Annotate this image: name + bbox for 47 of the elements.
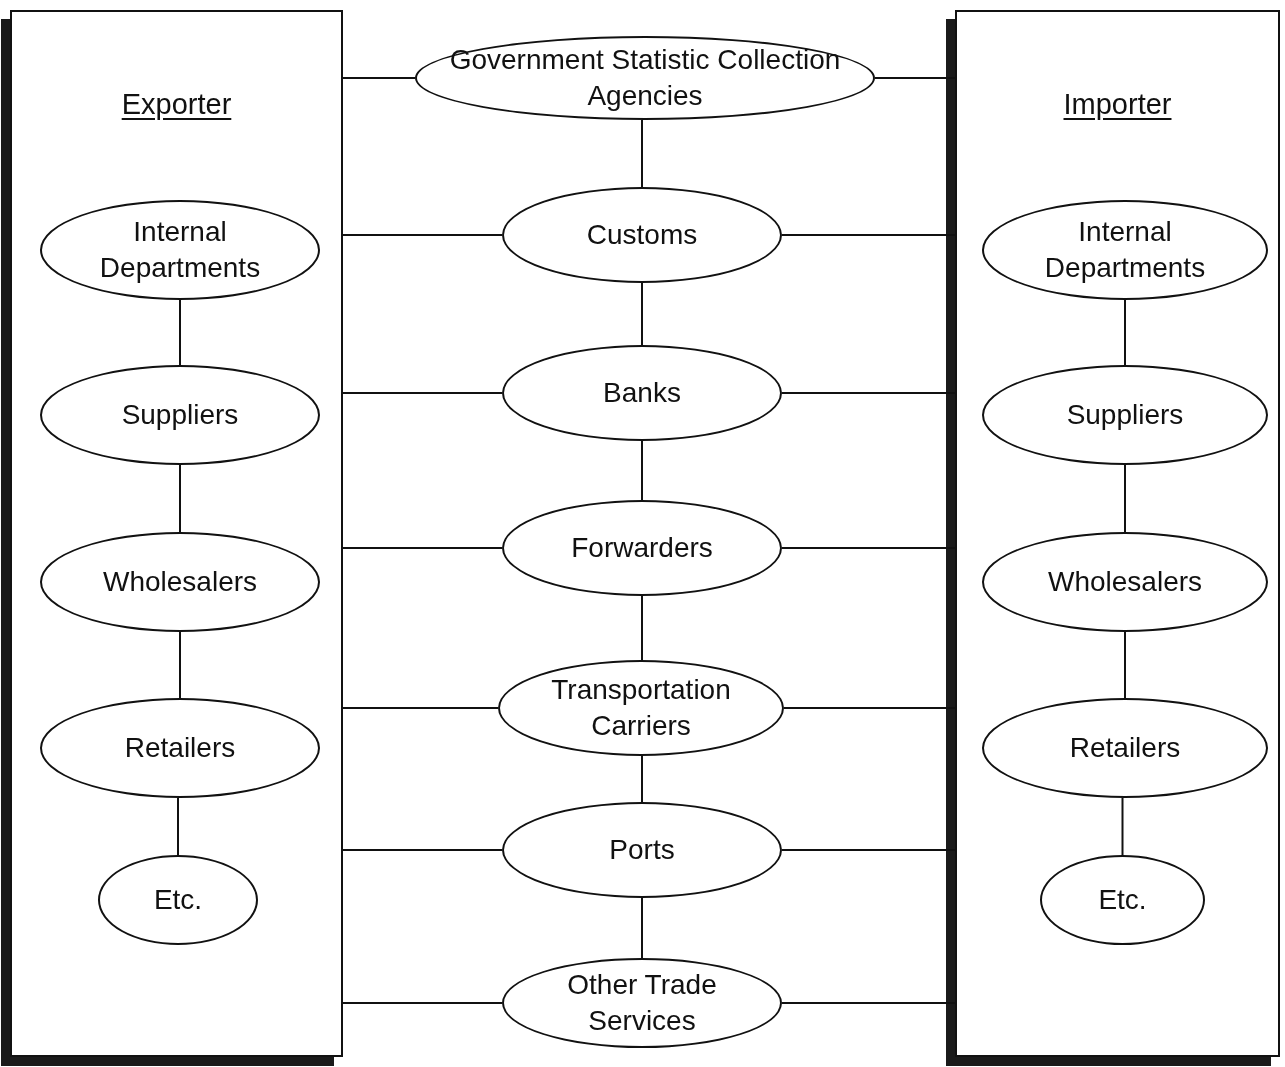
node-label: Etc. [152,882,204,917]
panel-heading: Importer [1062,88,1173,121]
node-label: Customs [585,217,699,252]
node-label: Suppliers [120,397,240,432]
node-label: Transportation Carriers [550,672,732,743]
node-label: Ports [608,832,676,867]
connector-line [783,707,956,709]
panel-heading: Exporter [120,88,233,121]
connector-line [641,440,643,501]
connector-line [874,77,956,79]
node-label: Suppliers [1065,397,1185,432]
connector-line [342,234,503,236]
connector-line [342,1002,503,1004]
connector-line [1124,299,1126,366]
connector-line [1121,797,1124,856]
connector-line [179,464,181,533]
connector-line [641,282,643,346]
node-label: Retailers [123,730,237,765]
node-label: Internal Departments [98,214,262,285]
connector-line [781,547,956,549]
connector-line [781,392,956,394]
connector-line [342,77,416,79]
connector-line [641,119,643,188]
node-label: Government Statistic Collection Agencies [448,42,842,113]
node-label: Wholesalers [1046,564,1204,599]
connector-line [342,707,499,709]
node-label: Retailers [1068,730,1182,765]
connector-line [641,595,643,661]
node-label: Forwarders [570,530,714,565]
connector-line [1124,631,1126,699]
connector-line [177,797,179,856]
connector-line [781,1002,956,1004]
connector-line [781,849,956,851]
connector-line [342,392,503,394]
connector-line [641,897,643,959]
connector-line [1124,464,1126,533]
node-label: Other Trade Services [566,967,718,1038]
connector-line [179,299,181,366]
node-label: Banks [602,375,682,410]
connector-line [179,631,181,699]
connector-line [641,755,643,803]
connector-line [342,547,503,549]
node-label: Etc. [1097,882,1148,917]
connector-line [781,234,956,236]
node-label: Internal Departments [1043,214,1207,285]
node-label: Wholesalers [101,564,259,599]
connector-line [342,849,503,851]
